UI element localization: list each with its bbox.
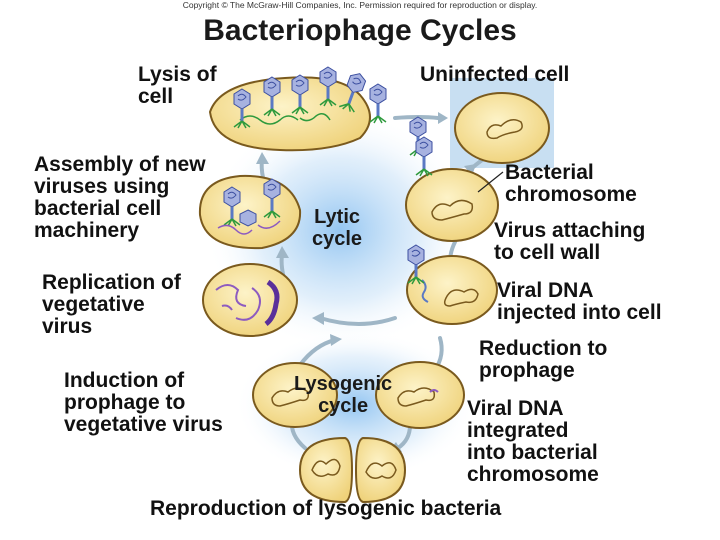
attaching-cell — [405, 136, 504, 242]
dividing-cells — [298, 436, 407, 504]
viral-dna-injected-label: Viral DNA injected into cell — [497, 279, 662, 324]
uninfected-cell — [454, 92, 550, 164]
lysogenic-cycle-label: Lysogenic cycle — [294, 373, 393, 417]
reduction-label: Reduction to prophage — [479, 337, 608, 382]
replication-label: Replication of vegetative virus — [42, 271, 181, 338]
assembly-cell — [198, 174, 302, 250]
uninfected-cell-label: Uninfected cell — [420, 63, 570, 86]
copyright-notice: Copyright © The McGraw-Hill Companies, I… — [182, 0, 538, 10]
lysed-cell — [208, 76, 371, 152]
page-title: Bacteriophage Cycles — [203, 14, 517, 47]
lytic-cycle-label: Lytic cycle — [312, 206, 363, 250]
virus-attaching-label: Virus attaching to cell wall — [494, 219, 646, 264]
lysis-label: Lysis of cell — [138, 63, 217, 108]
replication-cell — [202, 263, 298, 337]
induction-cell — [252, 362, 338, 428]
injected-cell — [406, 244, 498, 325]
viral-dna-integrated-label: Viral DNA integrated into bacterial chro… — [467, 397, 599, 486]
bacterial-chromosome-label: Bacterial chromosome — [505, 161, 637, 206]
prophage-cell — [375, 361, 465, 429]
assembly-label: Assembly of new viruses using bacterial … — [34, 153, 206, 242]
induction-label: Induction of prophage to vegetative viru… — [64, 369, 223, 436]
reproduction-label: Reproduction of lysogenic bacteria — [150, 497, 502, 520]
